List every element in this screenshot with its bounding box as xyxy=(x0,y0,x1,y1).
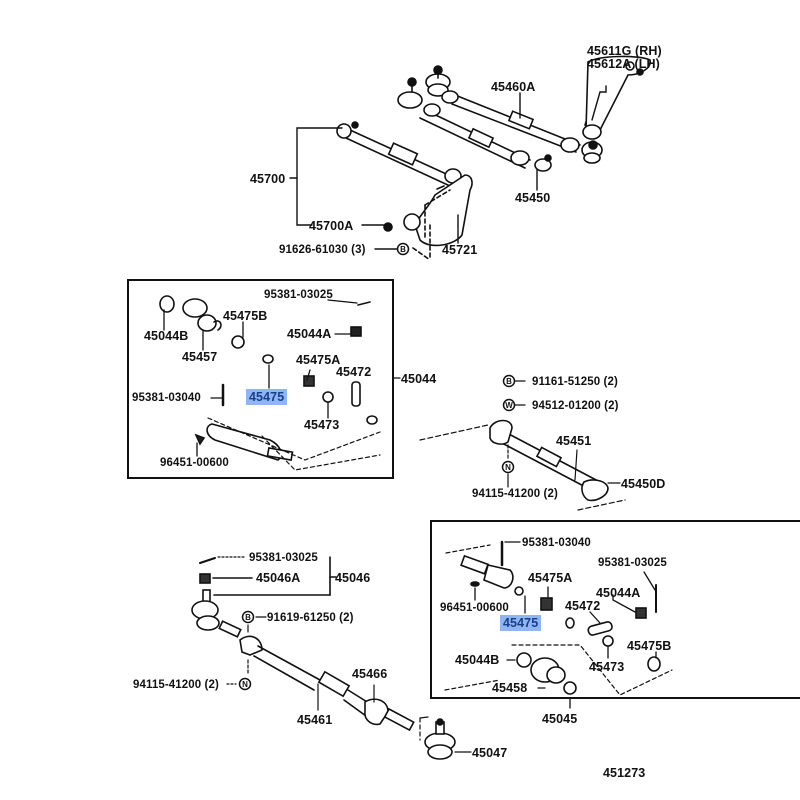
part-label-45466[interactable]: 45466 xyxy=(352,667,388,681)
box2-leaders xyxy=(474,541,657,709)
part-label-91619-61250[interactable]: 91619-61250 (2) xyxy=(267,612,354,624)
bolt-symbol-text: B xyxy=(400,245,406,254)
part-label-45044B-box2[interactable]: 45044B xyxy=(455,653,500,667)
part-label-45475-box2-highlighted[interactable]: 45475 xyxy=(500,615,542,631)
part-label-45475A-box1[interactable]: 45475A xyxy=(296,353,341,367)
leader-lines-top xyxy=(289,85,607,250)
part-label-45457-box1[interactable]: 45457 xyxy=(182,350,218,364)
relay-rod-upper-drawing xyxy=(425,65,603,164)
part-label-45044A-box1[interactable]: 45044A xyxy=(287,327,332,341)
part-label-94115-41200-left[interactable]: 94115-41200 (2) xyxy=(133,679,219,691)
part-label-94115-41200-right[interactable]: 94115-41200 (2) xyxy=(472,488,558,500)
part-label-45473-box2[interactable]: 45473 xyxy=(589,660,625,674)
svg-text:W: W xyxy=(505,401,513,410)
part-label-45475A-box2[interactable]: 45475A xyxy=(528,571,573,585)
part-label-45044A-box2[interactable]: 45044A xyxy=(596,586,641,600)
part-label-45721[interactable]: 45721 xyxy=(442,243,478,257)
part-label-45472-box2[interactable]: 45472 xyxy=(565,599,601,613)
drag-rod-45451-drawing xyxy=(419,380,626,511)
part-label-45045[interactable]: 45045 xyxy=(542,712,578,726)
part-label-45458-box2[interactable]: 45458 xyxy=(492,681,528,695)
part-label-45475-box1-highlighted[interactable]: 45475 xyxy=(246,389,288,405)
part-label-45046A[interactable]: 45046A xyxy=(256,571,301,585)
steering-damper-drawing xyxy=(336,121,462,190)
nut-symbol-tie-rod: N xyxy=(238,677,252,691)
part-label-91626-61030[interactable]: 91626-61030 (3) xyxy=(279,244,366,256)
part-label-96451-00600-box1[interactable]: 96451-00600 xyxy=(160,457,229,469)
bolt-symbol-tie-rod: B xyxy=(241,610,255,624)
part-label-94512-01200[interactable]: 94512-01200 (2) xyxy=(532,400,619,412)
washer-symbol-45451: W xyxy=(502,398,516,412)
box2-drawing xyxy=(444,540,673,696)
part-label-45700[interactable]: 45700 xyxy=(250,172,286,186)
box1-drawing xyxy=(159,295,381,471)
relay-rod-lower-drawing xyxy=(397,77,552,172)
part-label-45612A[interactable]: 45612A (LH) xyxy=(587,57,660,71)
svg-text:N: N xyxy=(505,463,511,472)
assembly-box-45044 xyxy=(127,279,394,479)
part-label-95381-03040-box1[interactable]: 95381-03040 xyxy=(132,392,201,404)
part-label-45460A[interactable]: 45460A xyxy=(491,80,536,94)
part-label-45473-box1[interactable]: 45473 xyxy=(304,418,340,432)
figure-number: 451273 xyxy=(603,766,646,780)
tie-rod-bottom-drawing xyxy=(191,556,472,760)
part-label-45475B-box1[interactable]: 45475B xyxy=(223,309,268,323)
part-label-45450[interactable]: 45450 xyxy=(515,191,551,205)
part-label-45461[interactable]: 45461 xyxy=(297,713,333,727)
part-label-45611G[interactable]: 45611G (RH) xyxy=(587,44,662,58)
part-label-45450D[interactable]: 45450D xyxy=(621,477,666,491)
part-label-45046[interactable]: 45046 xyxy=(335,571,371,585)
nut-symbol-45451: N xyxy=(501,460,515,474)
bolt-symbol-45721: B xyxy=(396,242,410,256)
part-label-95381-03025-box2[interactable]: 95381-03025 xyxy=(598,557,667,569)
part-label-91161-51250[interactable]: 91161-51250 (2) xyxy=(532,376,618,388)
svg-text:B: B xyxy=(245,613,251,622)
part-label-95381-03025-box1[interactable]: 95381-03025 xyxy=(264,289,333,301)
box1-leaders xyxy=(163,299,401,457)
part-label-45047[interactable]: 45047 xyxy=(472,746,508,760)
part-label-45475B-box2[interactable]: 45475B xyxy=(627,639,672,653)
part-label-45472-box1[interactable]: 45472 xyxy=(336,365,372,379)
part-label-45451[interactable]: 45451 xyxy=(556,434,592,448)
bolt-symbol-45451: B xyxy=(502,374,516,388)
part-label-45700A[interactable]: 45700A xyxy=(309,219,354,233)
part-label-45044[interactable]: 45044 xyxy=(401,372,437,386)
svg-text:N: N xyxy=(242,680,248,689)
part-label-95381-03040-box2[interactable]: 95381-03040 xyxy=(522,537,591,549)
part-label-95381-03025-tie-rod[interactable]: 95381-03025 xyxy=(249,552,318,564)
part-label-45044B-box1[interactable]: 45044B xyxy=(144,329,189,343)
part-label-96451-00600-box2[interactable]: 96451-00600 xyxy=(440,602,509,614)
svg-text:B: B xyxy=(506,377,512,386)
pitman-arm-drawing xyxy=(582,55,651,140)
assembly-box-45045 xyxy=(430,520,800,699)
